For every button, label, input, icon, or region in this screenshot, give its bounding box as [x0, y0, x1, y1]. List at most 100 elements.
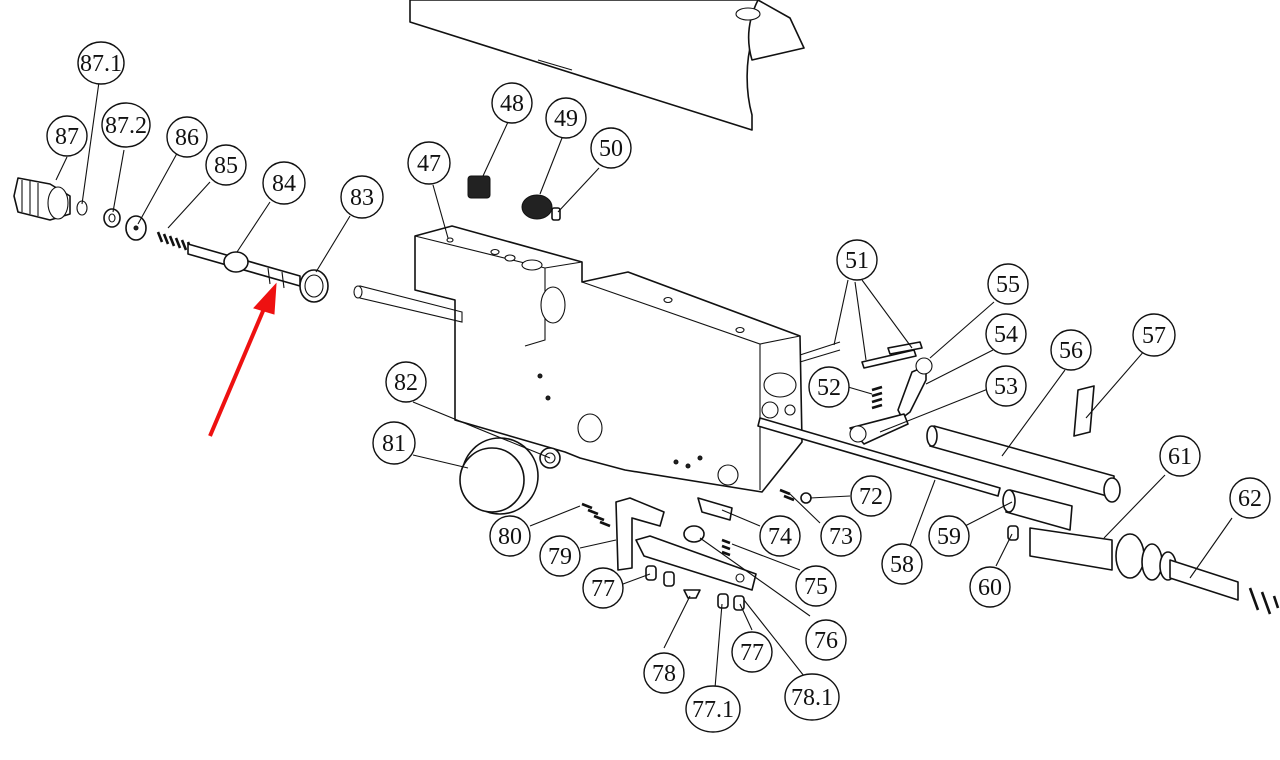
part-72-ball [800, 492, 812, 504]
callout-label: 74 [768, 524, 792, 550]
callout-75: 75 [795, 565, 837, 607]
callout-74: 74 [759, 515, 801, 557]
callout-label: 58 [890, 552, 914, 578]
callout-label: 77.1 [692, 697, 734, 723]
part-59-collar [1002, 489, 1073, 531]
callout-57: 57 [1132, 313, 1176, 357]
callout-85: 85 [205, 144, 247, 186]
part-79-latch [615, 497, 665, 571]
arrow-shaft [208, 303, 268, 437]
callout-label: 79 [548, 544, 572, 570]
callout-label: 59 [937, 524, 961, 550]
callout-label: 60 [978, 575, 1002, 601]
callout-label: 73 [829, 524, 853, 550]
callout-56: 56 [1050, 329, 1092, 371]
part-76-arm [635, 535, 757, 591]
callout-62: 62 [1229, 477, 1271, 519]
callout-label: 51 [845, 248, 869, 274]
callout-label: 80 [498, 524, 522, 550]
callout-label: 54 [994, 322, 1018, 348]
callout-label: 78.1 [791, 685, 833, 711]
callout-52: 52 [808, 366, 850, 408]
callout-82: 82 [385, 361, 427, 403]
callout-label: 78 [652, 661, 676, 687]
callout-87: 87 [46, 115, 88, 157]
callout-55: 55 [987, 263, 1029, 305]
part-50-pin [551, 207, 561, 221]
callout-label: 72 [859, 484, 883, 510]
leader-lines [55, 81, 1233, 689]
callout-86: 86 [166, 116, 208, 158]
callout-76: 76 [805, 619, 847, 661]
part-87-knurled-cap [13, 177, 71, 221]
callout-78: 78 [643, 652, 685, 694]
callout-79: 79 [539, 535, 581, 577]
part-81-knob [459, 437, 539, 515]
callout-72: 72 [850, 475, 892, 517]
callout-84: 84 [262, 161, 306, 205]
red-highlight-arrow [208, 282, 277, 437]
part-74-pawl [697, 497, 733, 521]
callout-51: 51 [836, 239, 878, 281]
callout-77-b: 77 [731, 631, 773, 673]
part-52-spring [871, 385, 883, 410]
callout-label: 50 [599, 136, 623, 162]
part-78-screw [683, 589, 701, 599]
part-48-insert [467, 175, 491, 199]
top-cover-part [409, 0, 805, 131]
callout-49: 49 [545, 97, 587, 139]
callout-label: 85 [214, 153, 238, 179]
callout-78-1: 78.1 [784, 673, 840, 721]
callout-77-a: 77 [582, 567, 624, 609]
callout-label: 61 [1168, 444, 1192, 470]
main-body-part-47 [353, 225, 841, 493]
callout-label: 52 [817, 375, 841, 401]
callout-label: 87.1 [80, 51, 122, 77]
part-83-nut [299, 269, 329, 303]
part-73-spring [779, 488, 795, 502]
part-62-end-shaft [1169, 559, 1280, 615]
part-84-shaft [187, 243, 301, 289]
callout-label: 57 [1142, 323, 1166, 349]
callout-47: 47 [407, 141, 451, 185]
part-86-disc [125, 215, 147, 241]
part-53-bracket [849, 413, 909, 445]
callout-label: 77 [591, 576, 615, 602]
callout-53: 53 [985, 365, 1027, 407]
callout-label: 47 [417, 151, 441, 177]
callout-48: 48 [491, 82, 533, 124]
callout-label: 62 [1238, 486, 1262, 512]
callout-label: 84 [272, 171, 296, 197]
callout-81: 81 [372, 421, 416, 465]
callout-58: 58 [881, 543, 923, 585]
callout-label: 56 [1059, 338, 1083, 364]
callout-label: 77 [740, 640, 764, 666]
callout-87-1: 87.1 [77, 41, 125, 85]
callout-label: 76 [814, 628, 838, 654]
part-57-key [1073, 385, 1095, 437]
callout-label: 82 [394, 370, 418, 396]
callout-73: 73 [820, 515, 862, 557]
callout-80: 80 [489, 515, 531, 557]
part-56-cylinder [926, 425, 1121, 503]
part-75-cam-spring [683, 525, 731, 557]
part-58-long-rod [757, 417, 1001, 497]
callout-77-1: 77.1 [685, 685, 741, 733]
callout-59: 59 [928, 515, 970, 557]
part-61-shaft-assembly [1029, 527, 1177, 581]
callout-label: 81 [382, 431, 406, 457]
callout-label: 83 [350, 185, 374, 211]
callout-87-2: 87.2 [101, 102, 151, 148]
callout-54: 54 [985, 313, 1027, 355]
part-54-lever [897, 357, 933, 419]
callout-label: 49 [554, 106, 578, 132]
callout-label: 55 [996, 272, 1020, 298]
part-85-spring [156, 231, 194, 253]
callout-60: 60 [969, 566, 1011, 608]
callout-label: 86 [175, 125, 199, 151]
part-49-insert [521, 194, 553, 220]
callout-83: 83 [340, 175, 384, 219]
callout-label: 87 [55, 124, 79, 150]
part-51-pins [861, 341, 923, 369]
